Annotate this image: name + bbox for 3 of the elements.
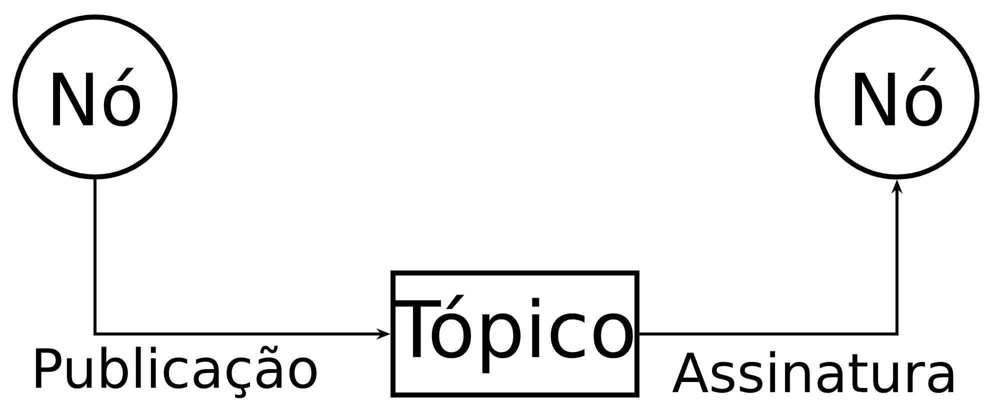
topic-box: Tópico <box>390 270 640 398</box>
edge-label: Publicação <box>36 346 317 398</box>
edge-label: Assinatura <box>672 351 954 393</box>
